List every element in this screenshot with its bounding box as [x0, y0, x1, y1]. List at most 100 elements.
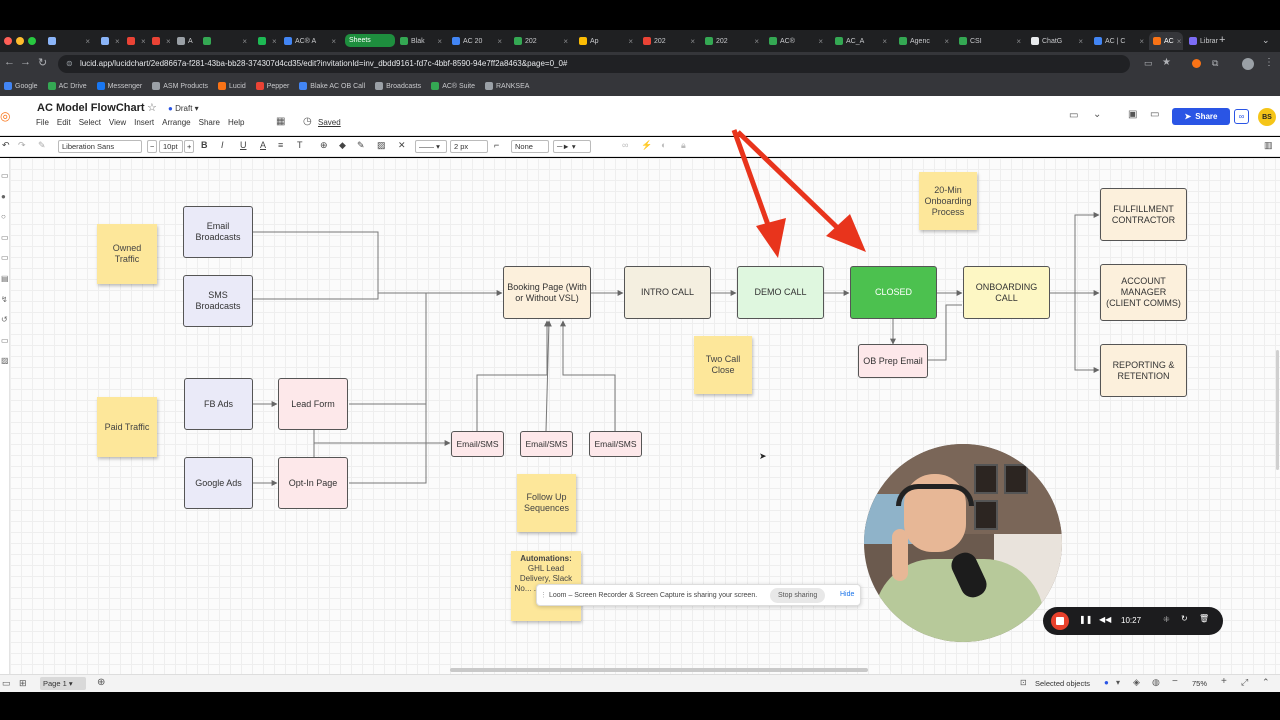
close-window-icon[interactable]	[4, 37, 12, 45]
site-info-icon[interactable]: ⊜	[66, 59, 73, 68]
reload-icon[interactable]: ↻	[38, 57, 48, 69]
menu-item-help[interactable]: Help	[227, 118, 245, 127]
format-painter-icon[interactable]: ✎	[38, 140, 46, 150]
node-onboarding-call[interactable]: ONBOARDING CALL	[963, 266, 1050, 319]
zoom-level[interactable]: 75%	[1192, 679, 1208, 688]
node-lead-form[interactable]: Lead Form	[278, 378, 348, 430]
close-tab-icon[interactable]: ×	[1016, 36, 1021, 46]
zoom-in-icon[interactable]: +	[1221, 676, 1227, 687]
lucid-logo-icon[interactable]: ◎	[0, 109, 11, 123]
close-tab-icon[interactable]: ×	[944, 36, 949, 46]
node-email-sms-3[interactable]: Email/SMS	[589, 431, 642, 457]
arrow-end-select[interactable]: ─► ▾	[553, 140, 591, 153]
saved-status[interactable]: Saved	[318, 118, 341, 127]
stop-recording-button[interactable]	[1051, 612, 1069, 630]
profile-avatar[interactable]	[1242, 58, 1254, 70]
horizontal-scrollbar[interactable]	[450, 668, 868, 672]
cast-icon[interactable]: ▭	[1144, 58, 1153, 68]
menu-item-file[interactable]: File	[36, 118, 49, 127]
bookmark-item[interactable]: Pepper	[255, 82, 289, 90]
sticky-follow-up[interactable]: Follow Up Sequences	[517, 474, 576, 532]
zoom-window-icon[interactable]	[28, 37, 36, 45]
vertical-scrollbar[interactable]	[1276, 350, 1279, 470]
menu-item-view[interactable]: View	[108, 118, 127, 127]
browser-tab[interactable]: AC×	[1149, 32, 1183, 50]
italic-button[interactable]: I	[221, 140, 224, 150]
zoom-out-icon[interactable]: −	[1172, 676, 1178, 687]
bold-button[interactable]: B	[201, 140, 208, 150]
browser-tab[interactable]: Agenc×	[895, 32, 953, 50]
browser-tab[interactable]: 202×	[510, 32, 572, 50]
chevron-down-icon[interactable]: ⌄	[1262, 35, 1270, 45]
fit-to-screen-icon[interactable]: ⤢	[1241, 677, 1249, 687]
close-tab-icon[interactable]: ×	[166, 36, 170, 46]
action-icon[interactable]: ⚡	[641, 140, 653, 150]
node-sms-broadcasts[interactable]: SMS Broadcasts	[183, 275, 253, 327]
node-fulfillment-contractor[interactable]: FULFILLMENT CONTRACTOR	[1100, 188, 1187, 241]
bookmark-item[interactable]: Lucid	[217, 82, 246, 90]
close-tab-icon[interactable]: ×	[272, 36, 277, 46]
browser-tab[interactable]: ChatG×	[1027, 32, 1087, 50]
style-icon[interactable]: ✕	[398, 140, 406, 150]
menu-item-share[interactable]: Share	[198, 118, 220, 127]
menu-item-select[interactable]: Select	[78, 118, 101, 127]
video-call-icon[interactable]: ▭	[1150, 109, 1160, 120]
panel-toggle-icon[interactable]: ▥	[1264, 140, 1273, 150]
restart-icon[interactable]: ↻	[1181, 614, 1188, 623]
back-icon[interactable]: ←	[4, 56, 15, 68]
comment-icon[interactable]: ▭	[1069, 110, 1079, 121]
calendar-icon[interactable]: ▦	[276, 116, 286, 127]
stop-sharing-button[interactable]: Stop sharing	[770, 588, 826, 603]
sticky-owned-traffic[interactable]: Owned Traffic	[97, 224, 157, 284]
close-tab-icon[interactable]: ×	[115, 36, 120, 46]
browser-tab[interactable]: Ap×	[575, 32, 637, 50]
menu-item-arrange[interactable]: Arrange	[162, 118, 191, 127]
rewind-icon[interactable]: ◀◀	[1099, 615, 1112, 624]
grid-icon[interactable]: ⁜	[1163, 615, 1170, 624]
url-field[interactable]: ⊜ lucid.app/lucidchart/2ed8667a-f281-43b…	[58, 55, 1130, 73]
close-tab-icon[interactable]: ×	[754, 36, 759, 46]
node-demo-call[interactable]: DEMO CALL	[737, 266, 824, 319]
bookmark-item[interactable]: Blake AC OB Call	[299, 82, 365, 90]
node-booking-page[interactable]: Booking Page (With or Without VSL)	[503, 266, 591, 319]
sticky-onboarding-process[interactable]: 20-Min Onboarding Process	[919, 172, 977, 230]
browser-tab[interactable]: ×	[254, 32, 278, 50]
selected-objects-label[interactable]: Selected objects	[1035, 679, 1091, 688]
chevron-down-icon[interactable]: ⌄	[1093, 109, 1102, 120]
bookmark-item[interactable]: Messenger	[96, 82, 142, 90]
browser-tab[interactable]: 202×	[701, 32, 763, 50]
browser-tab[interactable]: ×	[148, 32, 170, 50]
browser-tab[interactable]: A×	[173, 32, 195, 50]
sticky-paid-traffic[interactable]: Paid Traffic	[97, 397, 157, 457]
trash-icon[interactable]: 🗑︎	[1199, 614, 1210, 623]
extension-icon[interactable]	[1192, 59, 1201, 68]
browser-tab[interactable]: AC® A×	[280, 32, 340, 50]
font-size-field[interactable]: 10pt	[159, 140, 183, 153]
favorite-star-icon[interactable]: ☆	[147, 102, 157, 114]
line-style-select[interactable]: ―― ▾	[415, 140, 447, 153]
draft-status[interactable]: ● Draft ▾	[168, 104, 199, 113]
minimize-window-icon[interactable]	[16, 37, 24, 45]
browser-tab[interactable]: 202×	[639, 32, 699, 50]
drag-handle-icon[interactable]: ⋮	[540, 592, 547, 599]
close-tab-icon[interactable]: ×	[141, 36, 145, 46]
close-tab-icon[interactable]: ×	[1078, 36, 1083, 46]
browser-tab[interactable]: Sheets	[345, 34, 395, 47]
new-tab-button[interactable]: +	[1219, 34, 1226, 46]
arrow-start-select[interactable]: None	[511, 140, 549, 153]
extensions-icon[interactable]: ⧉	[1212, 58, 1219, 68]
font-size-increase[interactable]: +	[184, 140, 194, 153]
browser-tab[interactable]: ×	[199, 32, 251, 50]
document-title[interactable]: AC Model FlowChart	[37, 102, 145, 114]
browser-tab[interactable]: Librar×	[1185, 32, 1219, 50]
add-page-icon[interactable]: ⊕	[97, 677, 106, 688]
close-tab-icon[interactable]: ×	[882, 36, 887, 46]
redo-icon[interactable]: ↷	[18, 140, 26, 150]
font-size-decrease[interactable]: −	[147, 140, 157, 153]
position-icon[interactable]: ⊕	[320, 140, 328, 150]
node-email-broadcasts[interactable]: Email Broadcasts	[183, 206, 253, 258]
underline-button[interactable]: U	[240, 140, 247, 150]
node-intro-call[interactable]: INTRO CALL	[624, 266, 711, 319]
forward-icon[interactable]: →	[20, 56, 31, 68]
kebab-menu-icon[interactable]: ⋮	[1264, 57, 1274, 68]
